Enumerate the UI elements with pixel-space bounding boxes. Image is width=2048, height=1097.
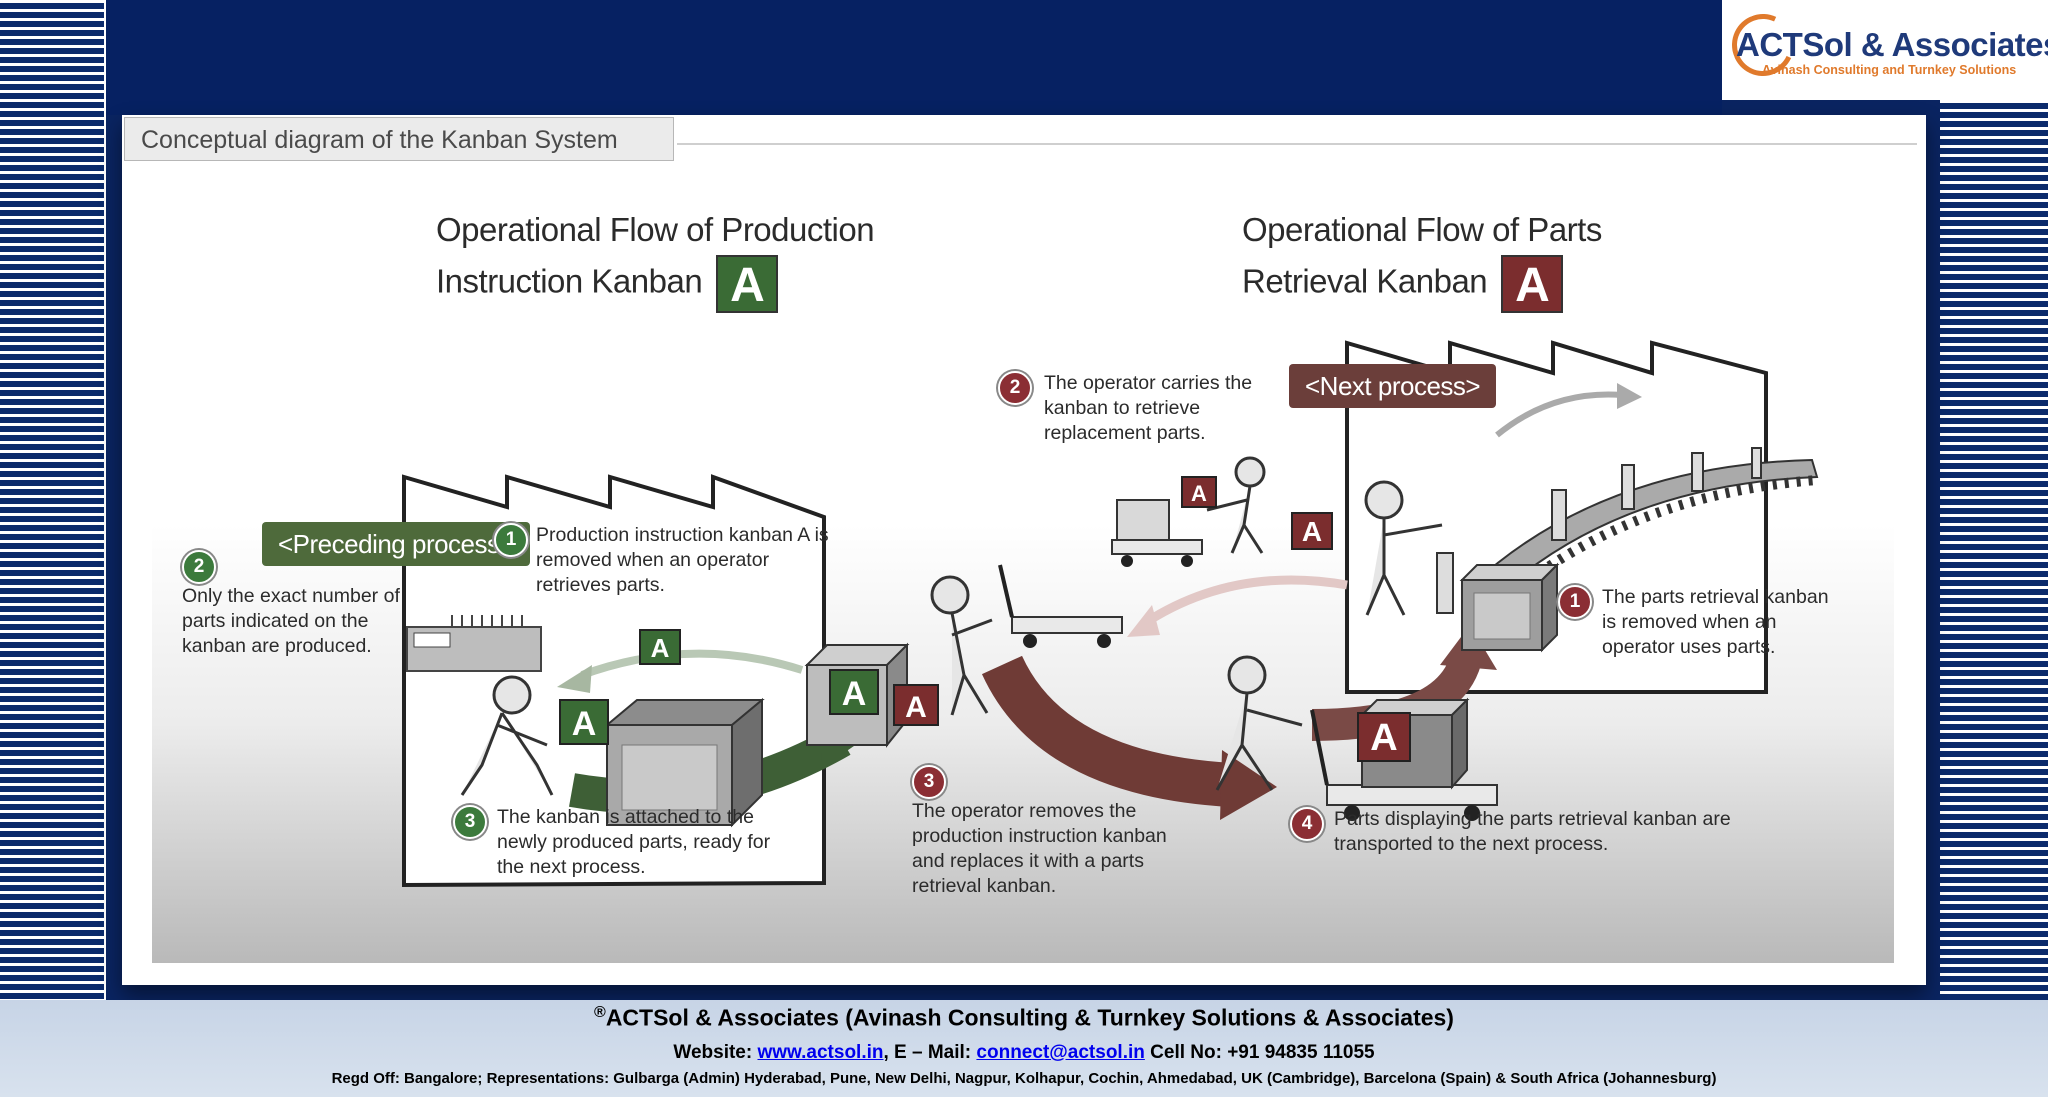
kanban-diagram-panel: A A A A A A A Operational Flow of Produc… <box>152 165 1894 963</box>
step-number-badge: 2 <box>182 550 216 584</box>
step-number-badge: 1 <box>494 523 528 557</box>
step-number-badge: 2 <box>998 371 1032 405</box>
kanban-card-label: A <box>1302 516 1322 547</box>
kanban-card-label: A <box>905 691 927 724</box>
kanban-card-label: A <box>651 633 670 663</box>
conveyor-belt <box>1470 458 1819 607</box>
logo-title: ACTSol & Associates <box>1736 26 2048 63</box>
preceding-process-label: <Preceding process> <box>262 522 531 566</box>
footer-cell-number: Cell No: +91 94835 11055 <box>1150 1042 1375 1063</box>
kanban-illustration: A A A A A A A <box>402 340 1819 888</box>
header-band <box>106 0 1722 115</box>
left-stripe-decoration <box>0 0 104 1000</box>
production-step-1: 1 Production instruction kanban A is rem… <box>494 523 846 598</box>
retrieval-heading-line2: Retrieval Kanban <box>1242 262 1488 300</box>
parts-box-preceding <box>604 697 765 828</box>
retrieval-step-3: 3 The operator removes the production in… <box>912 765 1202 899</box>
next-process-label: <Next process> <box>1289 364 1497 408</box>
kanban-card-label: A <box>572 705 597 743</box>
production-kanban-heading: Operational Flow of Production Instructi… <box>436 205 875 313</box>
slide-title-tab: Conceptual diagram of the Kanban System <box>124 117 674 161</box>
retrieval-kanban-badge: A <box>1501 255 1564 313</box>
step-number-badge: 3 <box>912 765 946 799</box>
footer-company-name: ACTSol & Associates (Avinash Consulting … <box>605 1004 1454 1031</box>
logo-subtitle: Avinash Consulting and Turnkey Solutions <box>1762 63 2017 77</box>
production-step-2: 2 Only the exact number of parts indicat… <box>182 550 402 659</box>
footer-company-line: ®ACTSol & Associates (Avinash Consulting… <box>0 1004 2048 1032</box>
transport-arrow <box>981 655 1234 807</box>
parts-box-next <box>1459 562 1560 653</box>
production-kanban-badge: A <box>716 255 779 313</box>
title-rule <box>677 143 1917 145</box>
kanban-card-label: A <box>1370 717 1397 759</box>
company-logo: ACTSol & Associates Avinash Consulting a… <box>1722 0 2048 100</box>
production-heading-line2: Instruction Kanban <box>436 262 703 300</box>
production-step-3: 3 The kanban is attached to the newly pr… <box>453 805 787 880</box>
website-link[interactable]: www.actsol.in <box>757 1042 884 1063</box>
kanban-card-label: A <box>842 675 867 713</box>
slide-frame: Conceptual diagram of the Kanban System <box>122 115 1926 985</box>
step-number-badge: 3 <box>453 805 487 839</box>
email-link[interactable]: connect@actsol.in <box>976 1042 1145 1063</box>
cart-empty-icon <box>998 564 1123 648</box>
operator-figures <box>460 456 1443 796</box>
retrieval-step-4: 4 Parts displaying the parts retrieval k… <box>1290 807 1784 857</box>
registered-mark: ® <box>594 1004 606 1021</box>
retrieval-heading-line1: Operational Flow of Parts <box>1242 211 1602 248</box>
left-stripe-edge <box>104 0 106 1000</box>
footer: ®ACTSol & Associates (Avinash Consulting… <box>0 1000 2048 1097</box>
cart-upper-icon <box>1111 499 1203 567</box>
kanban-cards <box>559 476 1411 762</box>
footer-contact-line: Website: www.actsol.in, E – Mail: connec… <box>673 1042 1375 1063</box>
production-heading-line1: Operational Flow of Production <box>436 211 875 248</box>
footer-offices: Regd Off: Bangalore; Representations: Gu… <box>331 1070 1717 1087</box>
right-stripe-decoration <box>1940 100 2048 1000</box>
retrieval-step-2: 2 The operator carries the kanban to ret… <box>998 371 1254 446</box>
machine-panel <box>413 632 451 648</box>
step-number-badge: 1 <box>1558 585 1592 619</box>
retrieval-step-1: 1 The parts retrieval kanban is removed … <box>1558 585 1847 660</box>
kanban-card-label: A <box>1191 481 1207 506</box>
retrieval-kanban-heading: Operational Flow of Parts Retrieval Kanb… <box>1242 205 1602 313</box>
step-number-badge: 4 <box>1290 807 1324 841</box>
